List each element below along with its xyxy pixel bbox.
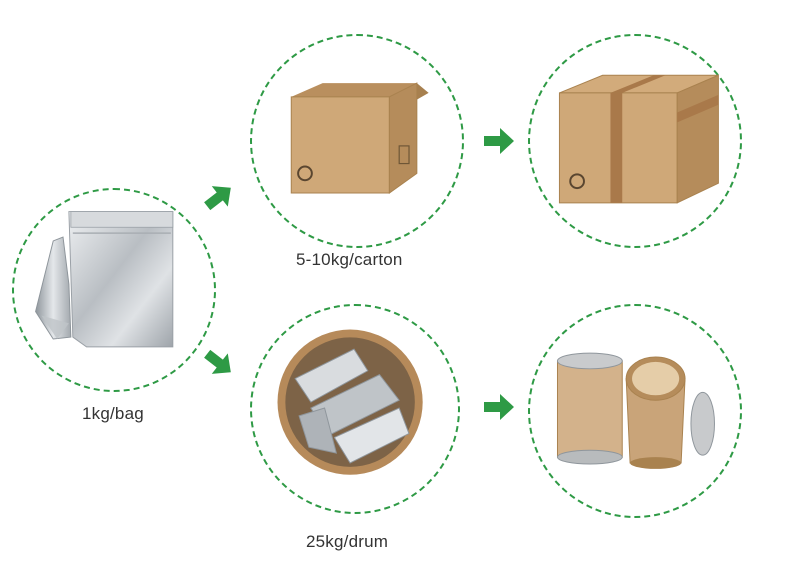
- arrow-right-icon-2: [482, 392, 516, 422]
- bag-caption: 1kg/bag: [82, 404, 144, 423]
- foil-bag-icon: [35, 211, 174, 348]
- open-drum-circle: [250, 304, 460, 514]
- arrow-down-right-icon: [196, 341, 241, 386]
- arrow-up-right-icon: [196, 175, 241, 220]
- drums-circle: [528, 304, 742, 518]
- open-drum-with-bags-icon: [277, 329, 423, 475]
- drum-caption: 25kg/drum: [306, 532, 389, 551]
- bag-circle: [12, 188, 216, 392]
- carton-caption: 5-10kg/carton: [296, 250, 403, 269]
- fiber-drums-icon: [556, 352, 715, 469]
- sealed-carton-box-icon: [558, 74, 719, 204]
- open-carton-box-icon: [290, 82, 429, 194]
- open-carton-circle: [250, 34, 464, 248]
- sealed-carton-circle: [528, 34, 742, 248]
- arrow-right-icon: [482, 126, 516, 156]
